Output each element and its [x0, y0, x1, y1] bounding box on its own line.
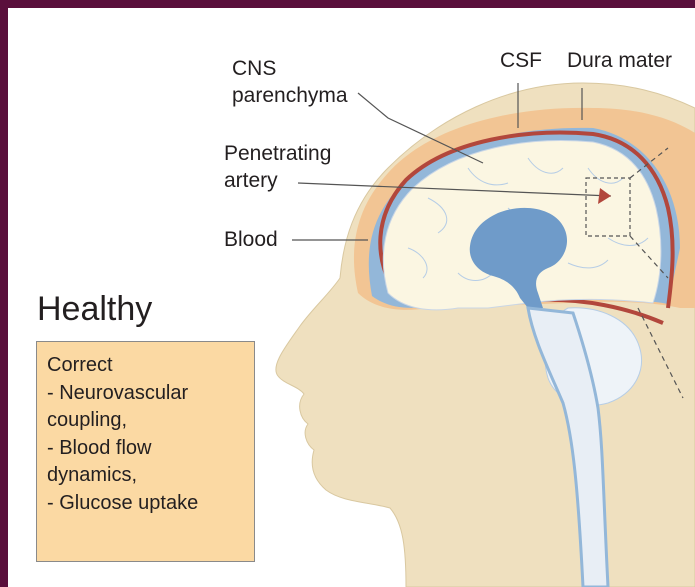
label-cns: CNS — [232, 56, 276, 81]
info-line: dynamics, — [47, 462, 254, 490]
info-line: - Blood flow — [47, 435, 254, 463]
info-line: coupling, — [47, 407, 254, 435]
label-dura-mater: Dura mater — [567, 48, 672, 73]
info-line: Correct — [47, 352, 254, 380]
label-parenchyma: parenchyma — [232, 83, 348, 108]
label-penetrating: Penetrating — [224, 141, 331, 166]
label-blood: Blood — [224, 227, 278, 252]
label-csf: CSF — [500, 48, 542, 73]
info-box: Correct - Neurovascular coupling, - Bloo… — [36, 341, 255, 562]
figure-panel: CNS parenchyma CSF Dura mater Penetratin… — [8, 8, 695, 587]
info-line: - Glucose uptake — [47, 490, 254, 518]
status-title: Healthy — [37, 290, 152, 329]
label-artery: artery — [224, 168, 278, 193]
info-line: - Neurovascular — [47, 380, 254, 408]
